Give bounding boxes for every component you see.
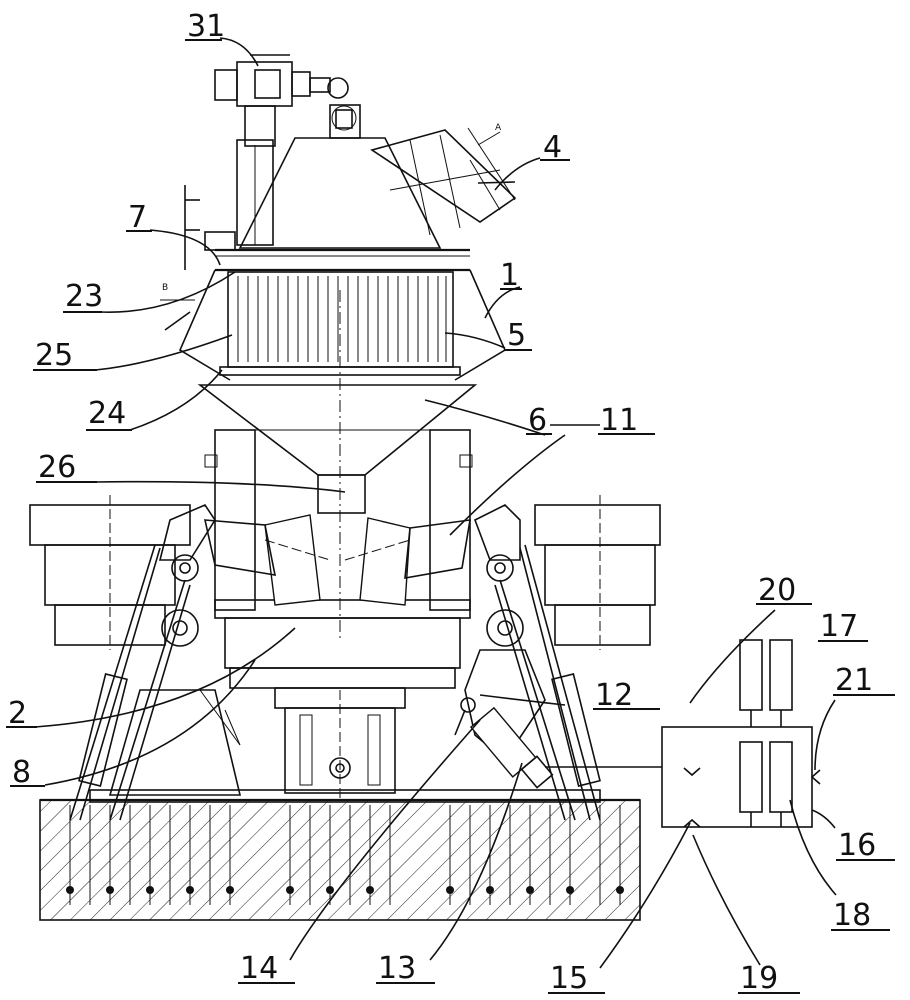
foundation bbox=[39, 789, 641, 921]
separator-housing: A bbox=[184, 104, 517, 272]
label-24: 24 bbox=[88, 396, 126, 431]
mill-body bbox=[203, 429, 473, 689]
label-7: 7 bbox=[128, 200, 147, 235]
label-17: 17 bbox=[820, 609, 858, 644]
label-26: 26 bbox=[38, 450, 76, 485]
mark-b: B bbox=[162, 283, 168, 293]
label-6: 6 bbox=[528, 403, 547, 438]
label-14: 14 bbox=[240, 951, 278, 986]
label-31: 31 bbox=[187, 9, 225, 44]
top-motor bbox=[214, 54, 349, 147]
callout-labels: 31 4 7 1 23 25 5 24 6 11 26 20 17 21 12 … bbox=[6, 9, 895, 996]
control-box bbox=[545, 639, 821, 828]
label-20: 20 bbox=[758, 573, 796, 608]
label-21: 21 bbox=[835, 663, 873, 698]
leader-lines bbox=[34, 37, 837, 969]
label-1: 1 bbox=[500, 258, 519, 293]
label-16: 16 bbox=[838, 828, 876, 863]
label-13: 13 bbox=[378, 951, 416, 986]
label-23: 23 bbox=[65, 279, 103, 314]
hopper bbox=[197, 290, 478, 640]
label-12: 12 bbox=[595, 678, 633, 713]
mark-a: A bbox=[495, 123, 502, 133]
label-2: 2 bbox=[8, 696, 27, 731]
label-5: 5 bbox=[507, 318, 526, 353]
label-11: 11 bbox=[600, 403, 638, 438]
label-8: 8 bbox=[12, 755, 31, 790]
label-4: 4 bbox=[543, 130, 562, 165]
label-18: 18 bbox=[833, 898, 871, 933]
label-19: 19 bbox=[740, 961, 778, 996]
left-rocker bbox=[29, 495, 242, 821]
right-rocker bbox=[454, 495, 661, 821]
gearbox bbox=[274, 687, 406, 800]
label-15: 15 bbox=[550, 961, 588, 996]
label-25: 25 bbox=[35, 338, 73, 373]
